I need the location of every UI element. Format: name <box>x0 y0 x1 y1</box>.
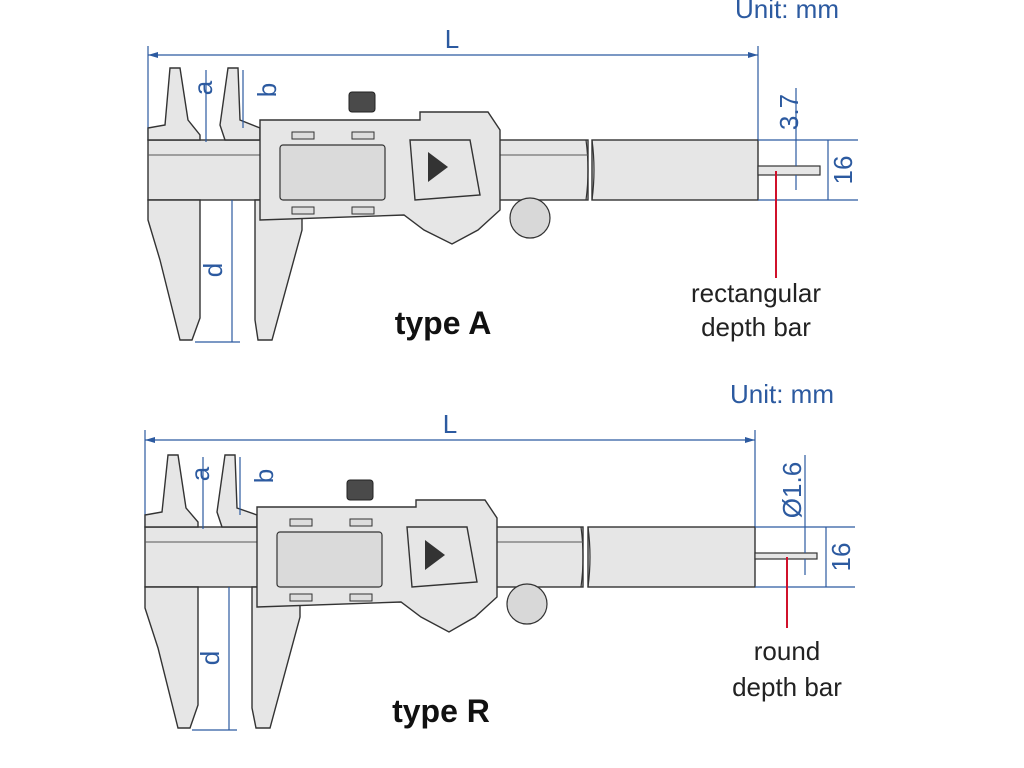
slider-head-r <box>256 479 548 633</box>
caliper-type-a: Unit: mm L <box>147 0 858 343</box>
dim-a-label-a: a <box>188 80 218 95</box>
tip-dim-label-r: Ø1.6 <box>777 462 807 518</box>
dim-a-label-r: a <box>185 466 215 481</box>
depth-bar-caption-a-1: rectangular <box>691 278 821 308</box>
fixed-jaw-r <box>144 454 199 729</box>
thumb-roller-a <box>509 197 551 239</box>
depth-bar-a: 3.7 16 rectangular depth bar <box>691 88 858 342</box>
dim-b-label-a: b <box>252 83 282 97</box>
thumb-roller-r <box>506 583 548 625</box>
dim-d-label-a: d <box>198 263 228 277</box>
lcd-display-r <box>276 531 383 588</box>
dimension-abd-a: a b d <box>188 70 282 343</box>
caliper-type-r: Unit: mm L <box>144 379 856 731</box>
dimension-abd-r: a b d <box>185 457 279 731</box>
lcd-display-a <box>279 144 386 201</box>
dimension-L-r: L <box>144 409 756 530</box>
width-dim-label-a: 16 <box>828 156 858 185</box>
depth-bar-caption-a-2: depth bar <box>701 312 811 342</box>
dim-d-label-r: d <box>195 651 225 665</box>
unit-label-a: Unit: mm <box>735 0 839 24</box>
dim-L-label-a: L <box>445 24 459 54</box>
dim-b-label-r: b <box>249 469 279 483</box>
depth-bar-caption-r-2: depth bar <box>732 672 842 702</box>
type-label-a: type A <box>395 305 492 341</box>
rectangular-depth-bar-a <box>757 165 821 176</box>
width-dim-label-r: 16 <box>826 543 856 572</box>
type-label-r: type R <box>392 693 490 729</box>
tip-dim-label-a: 3.7 <box>774 94 804 130</box>
unit-label-r: Unit: mm <box>730 379 834 409</box>
depth-bar-r: Ø1.6 16 round depth bar <box>732 455 856 702</box>
slider-head-a <box>259 91 551 245</box>
play-icon-r <box>425 540 445 570</box>
dimension-L-a: L <box>147 24 759 140</box>
depth-bar-caption-r-1: round <box>754 636 821 666</box>
fixed-jaw-a <box>147 67 201 341</box>
play-icon-a <box>428 152 448 182</box>
dim-L-label-r: L <box>443 409 457 439</box>
